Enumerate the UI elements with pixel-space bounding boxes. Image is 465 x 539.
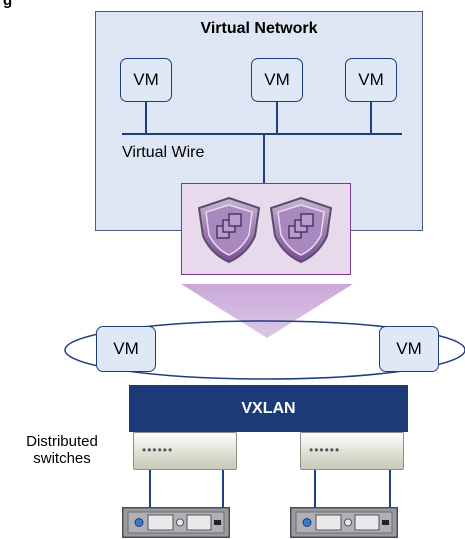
shield-icon: [197, 196, 261, 264]
figure-label-fragment: g: [3, 0, 13, 9]
server-icon: [122, 507, 230, 538]
vm3-connector: [370, 102, 372, 134]
switch1-left-connector: [149, 470, 151, 510]
vxlan-label: VXLAN: [241, 399, 296, 417]
switch2-left-connector: [314, 470, 316, 510]
virtual-wire-label: Virtual Wire: [122, 144, 205, 161]
switch-icon: ••••••: [133, 432, 237, 470]
server-icon: [290, 507, 398, 538]
physical-vm-2: VM: [379, 326, 439, 372]
distributed-switches-label: Distributed switches: [0, 433, 124, 467]
vm2-connector: [276, 102, 278, 134]
switch-icon: ••••••: [300, 432, 404, 470]
switch1-right-connector: [222, 470, 224, 510]
distributed-switches-line2: switches: [33, 450, 91, 467]
virtual-vm-2: VM: [251, 58, 303, 102]
virtual-wire-line: [122, 133, 402, 135]
virtual-vm-3: VM: [345, 58, 397, 102]
distributed-switches-line1: Distributed: [26, 433, 98, 450]
wire-to-security-connector: [263, 134, 265, 184]
virtual-vm-1: VM: [120, 58, 172, 102]
funnel-arrow: [181, 284, 353, 338]
vm1-connector: [145, 102, 147, 134]
virtual-network-title: Virtual Network: [200, 20, 318, 37]
vxlan-bar: VXLAN: [129, 385, 408, 432]
shield-icon: [269, 196, 333, 264]
logical-network-ring: [64, 320, 465, 380]
physical-vm-1: VM: [96, 326, 156, 372]
switch2-right-connector: [389, 470, 391, 510]
